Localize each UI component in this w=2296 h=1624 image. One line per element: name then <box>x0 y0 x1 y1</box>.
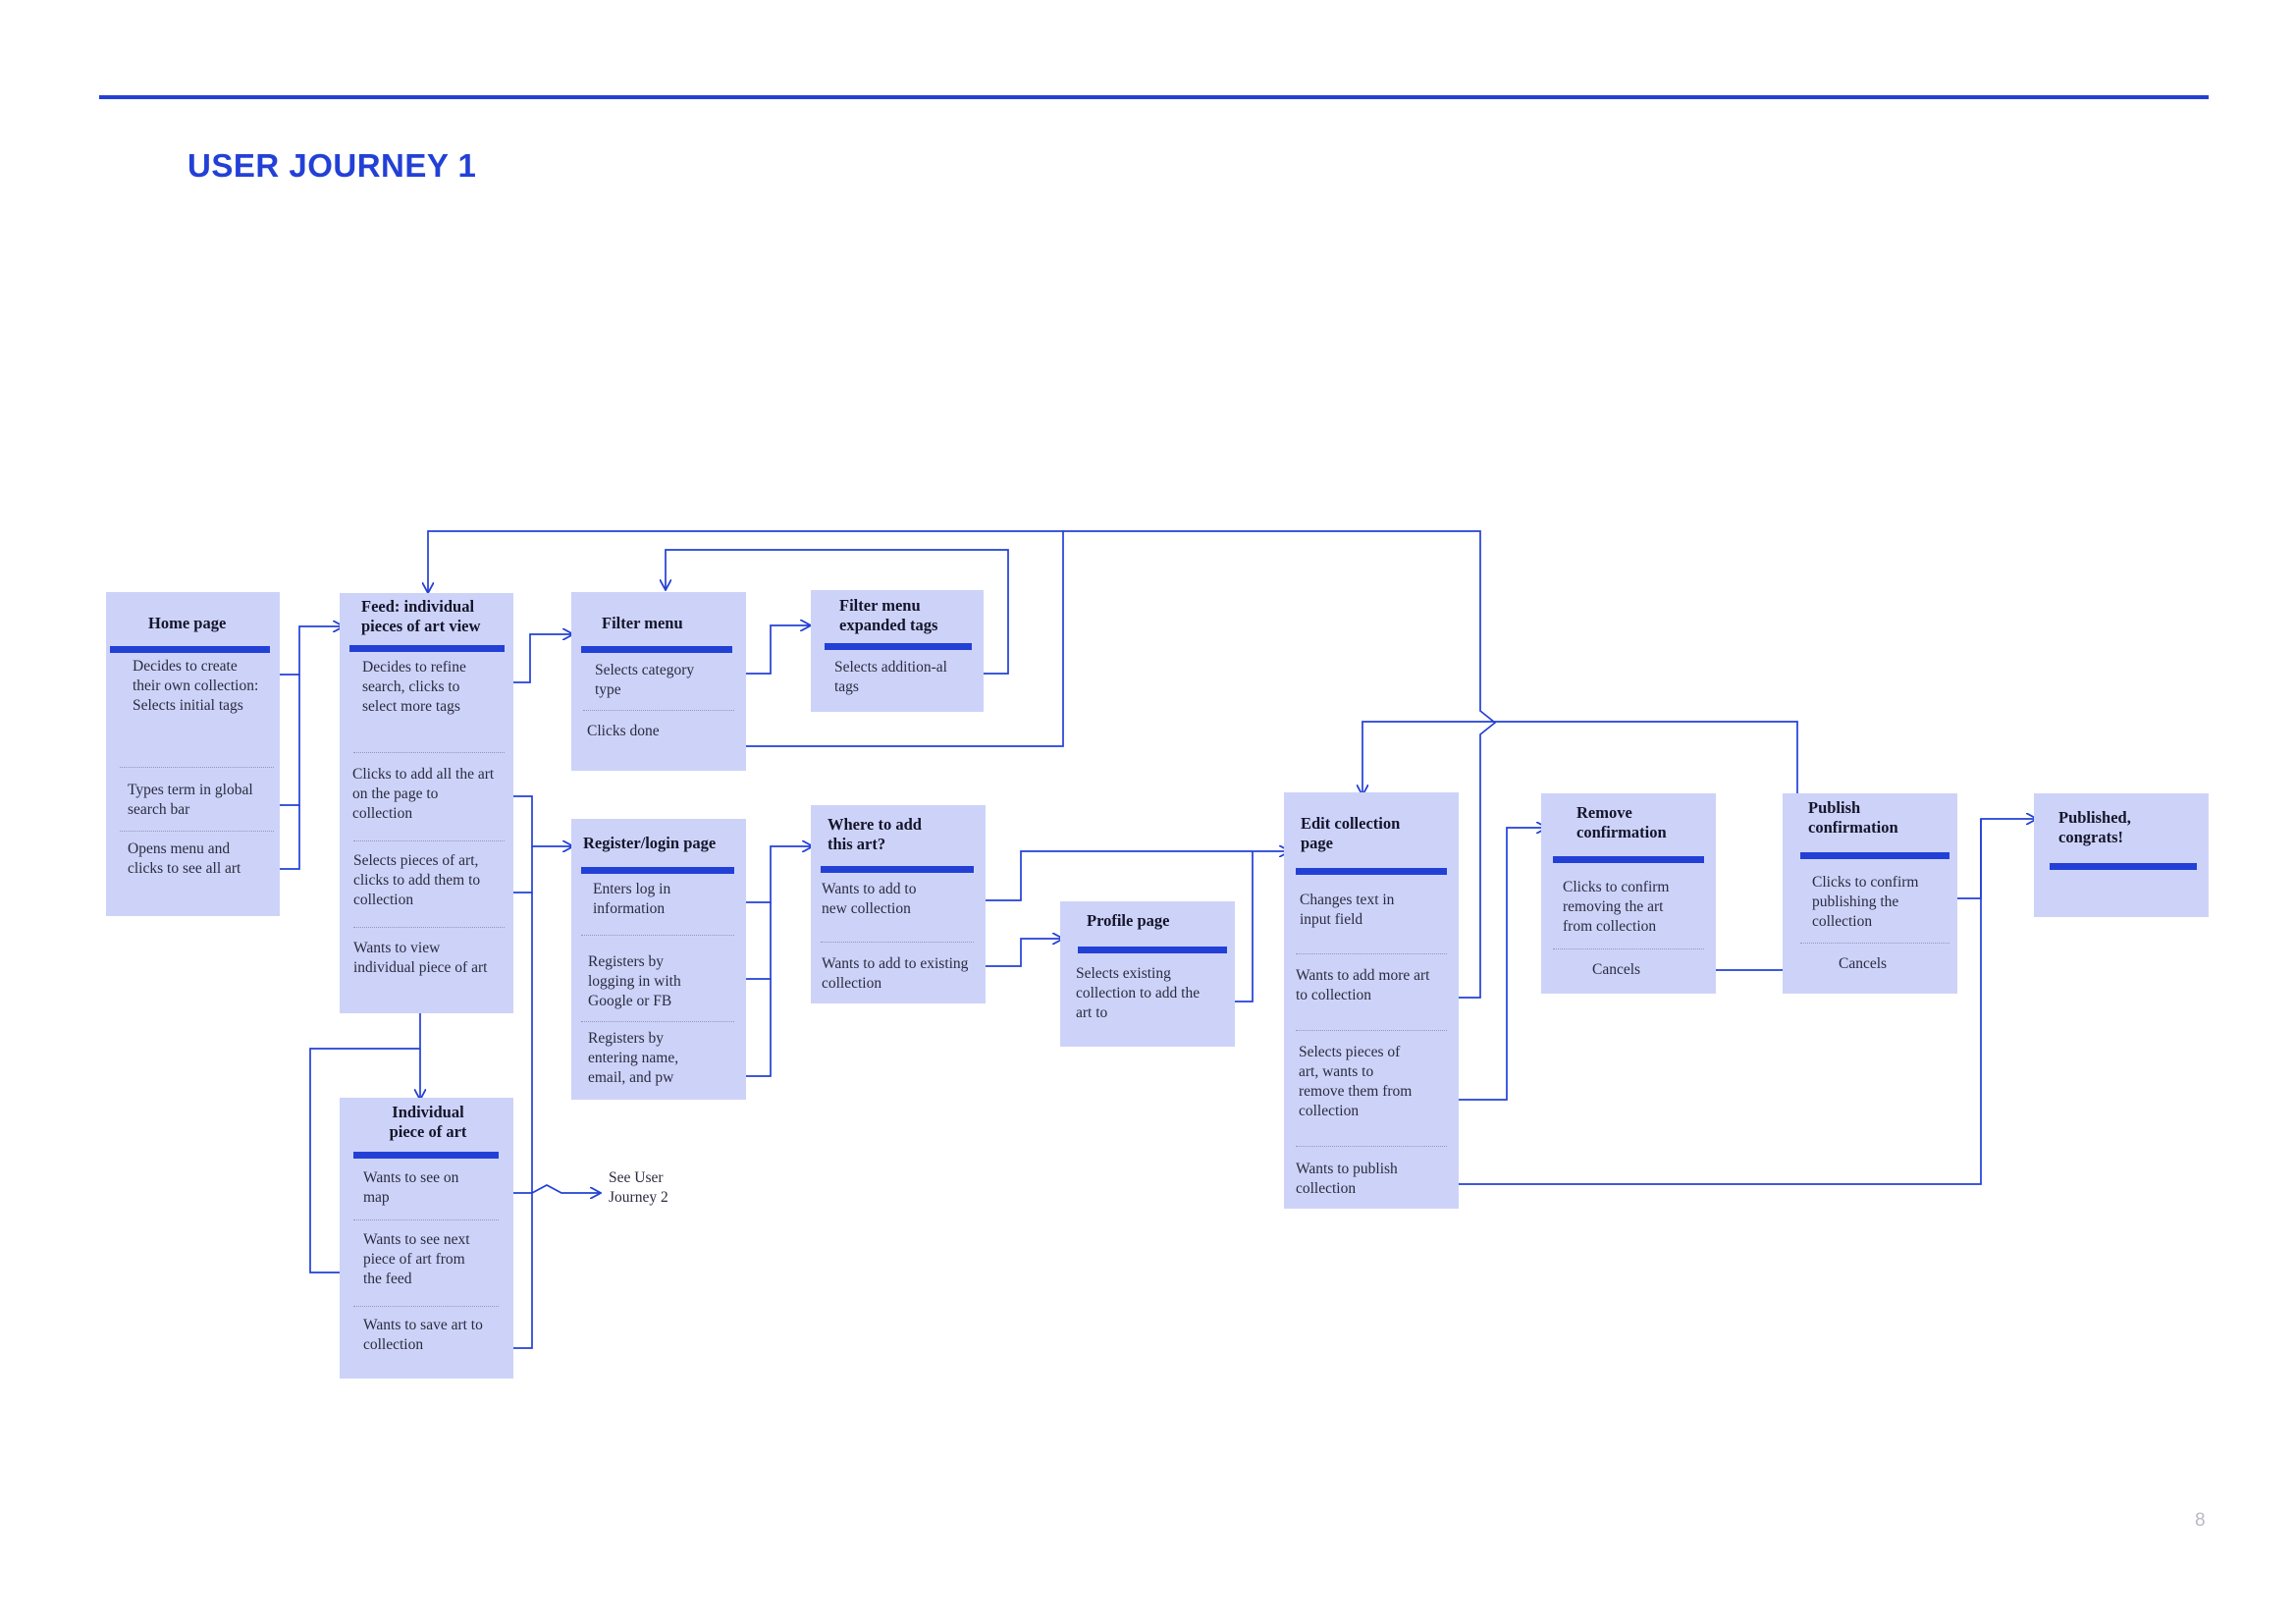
node-title: Individual piece of art <box>389 1103 467 1141</box>
option-separator <box>353 1219 499 1220</box>
node-title-bar <box>2050 863 2197 870</box>
connector-expanded-filter <box>666 549 1009 675</box>
option-new-collection: Wants to add to new collection <box>822 881 917 917</box>
node-edit-collection: Edit collection page Changes text in inp… <box>1284 792 1459 1209</box>
node-title-bar <box>825 643 972 650</box>
node-published: Published, congrats! <box>2034 793 2209 917</box>
option-enter-login: Enters log in information <box>593 881 671 917</box>
option-separator <box>581 1021 734 1022</box>
option-separator <box>583 710 734 711</box>
connector-register-where <box>731 846 813 903</box>
node-title-bar <box>821 866 974 873</box>
option-add-more-art: Wants to add more art to collection <box>1296 967 1430 1003</box>
option-remove-pieces: Selects pieces of art, wants to remove t… <box>1299 1044 1413 1119</box>
node-title: Feed: individual pieces of art view <box>361 597 481 635</box>
node-feed: Feed: individual pieces of art view Deci… <box>340 593 513 1013</box>
option-clicks-done: Clicks done <box>587 723 660 739</box>
option-separator <box>1296 953 1447 954</box>
page-title: USER JOURNEY 1 <box>187 147 477 184</box>
node-title: Publish confirmation <box>1808 798 1898 837</box>
option-separator <box>353 752 505 753</box>
connector-new-edit <box>980 851 1290 901</box>
node-filter-expanded: Filter menu expanded tags Selects additi… <box>811 590 984 712</box>
node-title: Where to add this art? <box>828 815 922 853</box>
option-separator <box>1296 1146 1447 1147</box>
node-individual-art: Individual piece of art Wants to see on … <box>340 1098 513 1379</box>
node-title: Profile page <box>1087 911 1170 930</box>
option-register-form: Registers by entering name, email, and p… <box>588 1030 679 1086</box>
option-separator <box>1553 948 1704 949</box>
node-title: Published, congrats! <box>2058 808 2131 846</box>
option-additional-tags: Selects addition-al tags <box>834 659 947 695</box>
option-separator <box>1800 943 1949 944</box>
option-separator <box>581 935 734 936</box>
option-see-map: Wants to see on map <box>363 1169 459 1206</box>
option-search-bar: Types term in global search bar <box>128 782 253 818</box>
connector-filter-expanded <box>728 625 811 675</box>
node-title-bar <box>353 1152 499 1159</box>
node-title: Home page <box>148 614 227 632</box>
option-separator <box>353 927 505 928</box>
connector-feed-register <box>496 795 573 846</box>
option-select-existing: Selects existing collection to add the a… <box>1076 965 1201 1021</box>
connector-edit-remove <box>1447 828 1547 1101</box>
node-title-bar <box>581 867 734 874</box>
option-separator <box>821 942 974 943</box>
option-select-pieces: Selects pieces of art, clicks to add the… <box>353 852 481 908</box>
option-separator <box>120 831 274 832</box>
option-cancel-publish: Cancels <box>1839 955 1888 972</box>
node-title: Filter menu expanded tags <box>839 596 938 634</box>
connector-cancel-edit <box>1362 721 1798 971</box>
option-open-menu: Opens menu and clicks to see all art <box>128 840 241 877</box>
option-save-art: Wants to save art to collection <box>363 1317 483 1353</box>
node-register-login: Register/login page Enters log in inform… <box>571 819 746 1100</box>
option-google-fb: Registers by logging in with Google or F… <box>588 953 681 1009</box>
node-title: Remove confirmation <box>1576 803 1667 841</box>
node-title-bar <box>1078 947 1227 953</box>
option-separator <box>120 767 274 768</box>
option-view-individual: Wants to view individual piece of art <box>353 940 488 976</box>
node-publish-confirmation: Publish confirmation Clicks to confirm p… <box>1783 793 1957 994</box>
see-user-journey-2: See User Journey 2 <box>609 1169 668 1206</box>
top-rule <box>99 95 2209 99</box>
node-where-to-add: Where to add this art? Wants to add to n… <box>811 805 986 1003</box>
option-change-text: Changes text in input field <box>1300 892 1395 928</box>
option-refine-search: Decides to refine search, clicks to sele… <box>362 659 466 715</box>
connector-addmore-feed <box>1063 530 1497 999</box>
option-separator <box>353 1306 499 1307</box>
node-title: Edit collection page <box>1301 814 1401 852</box>
node-title-bar <box>349 645 505 652</box>
node-filter-menu: Filter menu Selects category type Clicks… <box>571 592 746 771</box>
option-add-all: Clicks to add all the art on the page to… <box>352 766 495 822</box>
option-separator <box>1296 1030 1447 1031</box>
option-category-type: Selects category type <box>595 662 695 698</box>
option-cancel-remove: Cancels <box>1592 961 1641 978</box>
node-title: Register/login page <box>583 834 717 852</box>
node-home-page: Home page Decides to create their own co… <box>106 592 280 916</box>
option-separator <box>353 840 505 841</box>
node-remove-confirmation: Remove confirmation Clicks to confirm re… <box>1541 793 1716 994</box>
node-profile-page: Profile page Selects existing collection… <box>1060 901 1235 1047</box>
option-confirm-publish: Clicks to confirm publishing the collect… <box>1812 874 1919 930</box>
option-confirm-remove: Clicks to confirm removing the art from … <box>1563 879 1670 935</box>
option-publish-collection: Wants to publish collection <box>1296 1161 1398 1197</box>
connector-edit-published <box>1447 819 2037 1185</box>
option-create-collection: Decides to create their own collection: … <box>133 658 259 714</box>
node-title-bar <box>1800 852 1949 859</box>
node-title-bar <box>1296 868 1447 875</box>
option-next-piece: Wants to see next piece of art from the … <box>363 1231 470 1287</box>
page-number: 8 <box>2195 1510 2206 1531</box>
node-title-bar <box>1553 856 1704 863</box>
connector-existing-profile <box>980 939 1063 967</box>
connector-home-feed <box>265 626 344 676</box>
node-title-bar <box>110 646 270 653</box>
option-existing-collection: Wants to add to existing collection <box>822 955 969 992</box>
node-title: Filter menu <box>602 614 683 632</box>
connector-map-journey <box>496 1184 601 1193</box>
node-title-bar <box>581 646 732 653</box>
connector-next-feed <box>309 1048 420 1273</box>
